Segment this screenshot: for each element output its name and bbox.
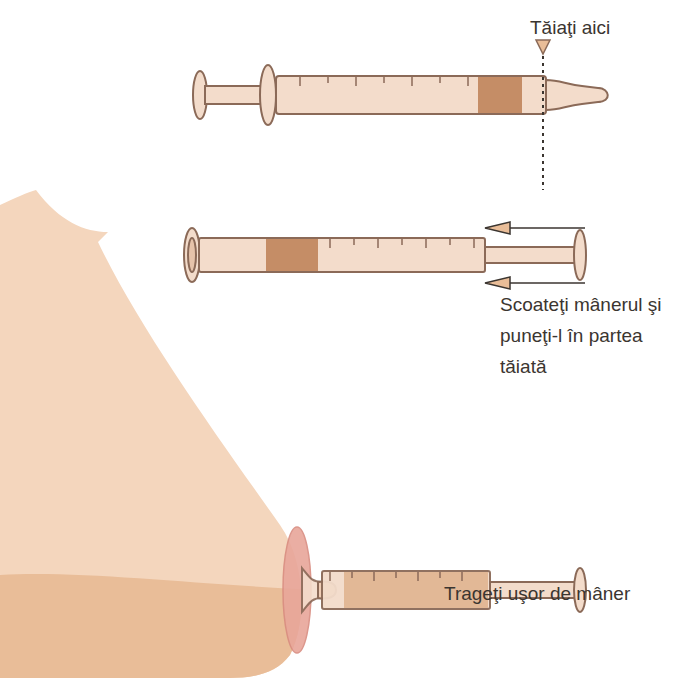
tick-mark <box>411 77 413 86</box>
tick-mark <box>329 572 331 581</box>
instruction-label: Trageţi uşor de mâner <box>444 578 672 609</box>
tick-mark <box>355 77 357 86</box>
tick-mark <box>351 572 353 578</box>
tick-mark <box>439 77 441 83</box>
instruction-label: Tăiaţi aici <box>530 12 660 43</box>
direction-arrows <box>485 222 585 289</box>
cut-line <box>542 56 544 190</box>
tick-mark <box>401 239 403 245</box>
scale-ticks <box>300 77 474 581</box>
syringe-whole <box>193 65 608 125</box>
tick-mark <box>425 239 427 248</box>
syringe-reassembled <box>184 228 586 282</box>
breast-illustration <box>0 190 320 678</box>
cut-marker <box>536 40 550 54</box>
tick-mark <box>299 77 301 86</box>
instruction-label: Scoateţi mânerul şi puneţi-l în partea t… <box>500 289 668 382</box>
tick-mark <box>461 572 463 581</box>
tick-mark <box>467 77 469 86</box>
tick-mark <box>373 572 375 581</box>
tick-mark <box>327 77 329 83</box>
tick-mark <box>417 572 419 581</box>
tick-mark <box>353 239 355 245</box>
tick-mark <box>473 239 475 248</box>
tick-mark <box>395 572 397 578</box>
tick-mark <box>329 239 331 248</box>
tick-mark <box>439 572 441 578</box>
tick-mark <box>383 77 385 83</box>
tick-mark <box>449 239 451 245</box>
tick-mark <box>377 239 379 248</box>
